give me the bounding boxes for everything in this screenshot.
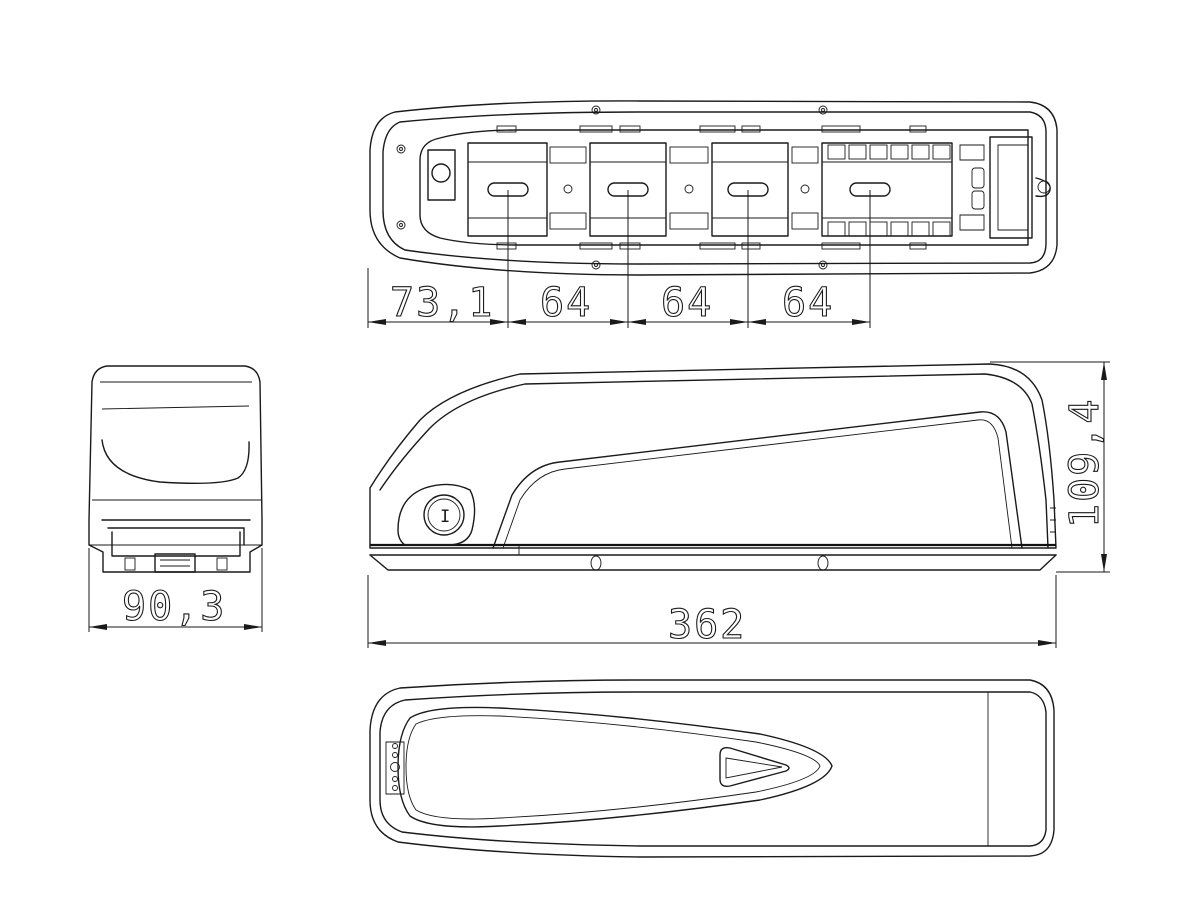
side-view-outer-outline bbox=[369, 363, 1057, 549]
rail-block bbox=[711, 142, 789, 237]
top-view-inner-outline bbox=[382, 111, 1047, 265]
rail-screw bbox=[800, 184, 810, 194]
end-view-connector bbox=[154, 553, 196, 573]
rail-end-hole bbox=[431, 163, 451, 183]
rail-screw bbox=[563, 184, 573, 194]
top-view-outer-outline bbox=[369, 100, 1058, 276]
length-dimension: 362 bbox=[367, 575, 1057, 649]
rail-cavity bbox=[419, 129, 1029, 246]
width-dimension: 90,3 bbox=[88, 548, 263, 632]
lock-cylinder bbox=[423, 494, 465, 536]
mount-pitch-dimensions: 73,1 64 64 64 bbox=[367, 190, 871, 328]
charge-level-indicator-icon bbox=[390, 743, 400, 791]
mount-screws bbox=[396, 105, 828, 270]
side-view-hole-2 bbox=[817, 555, 829, 571]
side-view-window bbox=[492, 411, 1023, 549]
power-button-triangle[interactable] bbox=[719, 746, 790, 788]
top-grip-recess bbox=[397, 706, 833, 828]
end-view bbox=[88, 365, 263, 573]
dim-mount-pitch-2: 64 bbox=[661, 280, 713, 326]
rail-screw bbox=[684, 184, 694, 194]
dim-mount-pitch-3: 64 bbox=[782, 280, 834, 326]
connector-end bbox=[959, 136, 1051, 239]
dim-length: 362 bbox=[668, 602, 746, 648]
end-view-outline bbox=[88, 365, 263, 573]
bottom-view-inner-outline bbox=[379, 691, 1047, 847]
bottom-view bbox=[369, 679, 1055, 858]
side-view: I bbox=[369, 363, 1057, 571]
lock-housing bbox=[397, 483, 476, 546]
dim-mount-pitch-1: 64 bbox=[540, 280, 592, 326]
side-view-inner-outline bbox=[379, 373, 1049, 549]
dim-width: 90,3 bbox=[122, 584, 226, 630]
dim-offset-first-mount: 73,1 bbox=[390, 280, 494, 326]
height-dimension: 109,4 bbox=[990, 361, 1110, 573]
top-view-mounting-rail bbox=[369, 100, 1058, 276]
rail-segments bbox=[467, 125, 953, 250]
dim-height: 109,4 bbox=[1062, 398, 1108, 528]
side-view-hole-1 bbox=[590, 555, 602, 571]
lock-keyhole-mark: I bbox=[440, 507, 450, 527]
bottom-view-outer-outline bbox=[369, 679, 1055, 858]
